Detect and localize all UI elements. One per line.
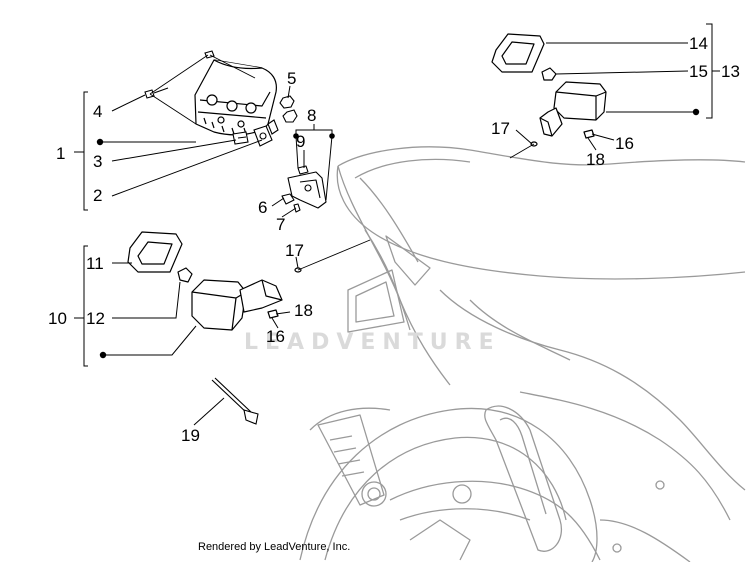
right-turn-signal	[491, 33, 607, 147]
render-credit: Rendered by LeadVenture, Inc.	[198, 541, 351, 553]
callout-10[interactable]: 10	[48, 309, 67, 328]
tail-light	[194, 59, 277, 136]
callout-7[interactable]: 7	[276, 215, 286, 234]
callout-16-right[interactable]: 16	[615, 134, 634, 153]
callout-5[interactable]: 5	[287, 69, 297, 88]
callout-13[interactable]: 13	[721, 62, 740, 81]
callout-leaders	[74, 23, 720, 426]
callout-9[interactable]: 9	[296, 132, 306, 151]
callout-17-left[interactable]: 17	[285, 241, 304, 260]
callout-11[interactable]: 11	[86, 254, 104, 273]
callout-4[interactable]: 4	[93, 102, 103, 121]
callout-18-left[interactable]: 18	[294, 301, 313, 320]
callout-18-right[interactable]: 18	[586, 150, 605, 169]
plate-bracket	[281, 165, 327, 213]
callout-19[interactable]: 19	[181, 426, 200, 445]
cable-tie	[211, 377, 259, 425]
left-turn-signal	[127, 231, 302, 331]
callout-2[interactable]: 2	[93, 186, 103, 205]
callout-16-left[interactable]: 16	[266, 327, 285, 346]
callout-17-right[interactable]: 17	[491, 119, 510, 138]
callout-12[interactable]: 12	[86, 309, 105, 328]
callout-15[interactable]: 15	[689, 62, 708, 81]
callout-6[interactable]: 6	[258, 198, 268, 217]
watermark: LEADVENTURE	[244, 330, 501, 355]
connector-lines	[297, 143, 535, 271]
tail-light-leaders	[149, 54, 256, 125]
callout-14[interactable]: 14	[689, 34, 708, 53]
motorcycle-outline	[299, 146, 746, 562]
callout-8[interactable]: 8	[307, 106, 317, 125]
callout-1[interactable]: 1	[56, 144, 66, 163]
callout-dots	[96, 108, 700, 359]
callout-3[interactable]: 3	[93, 152, 103, 171]
